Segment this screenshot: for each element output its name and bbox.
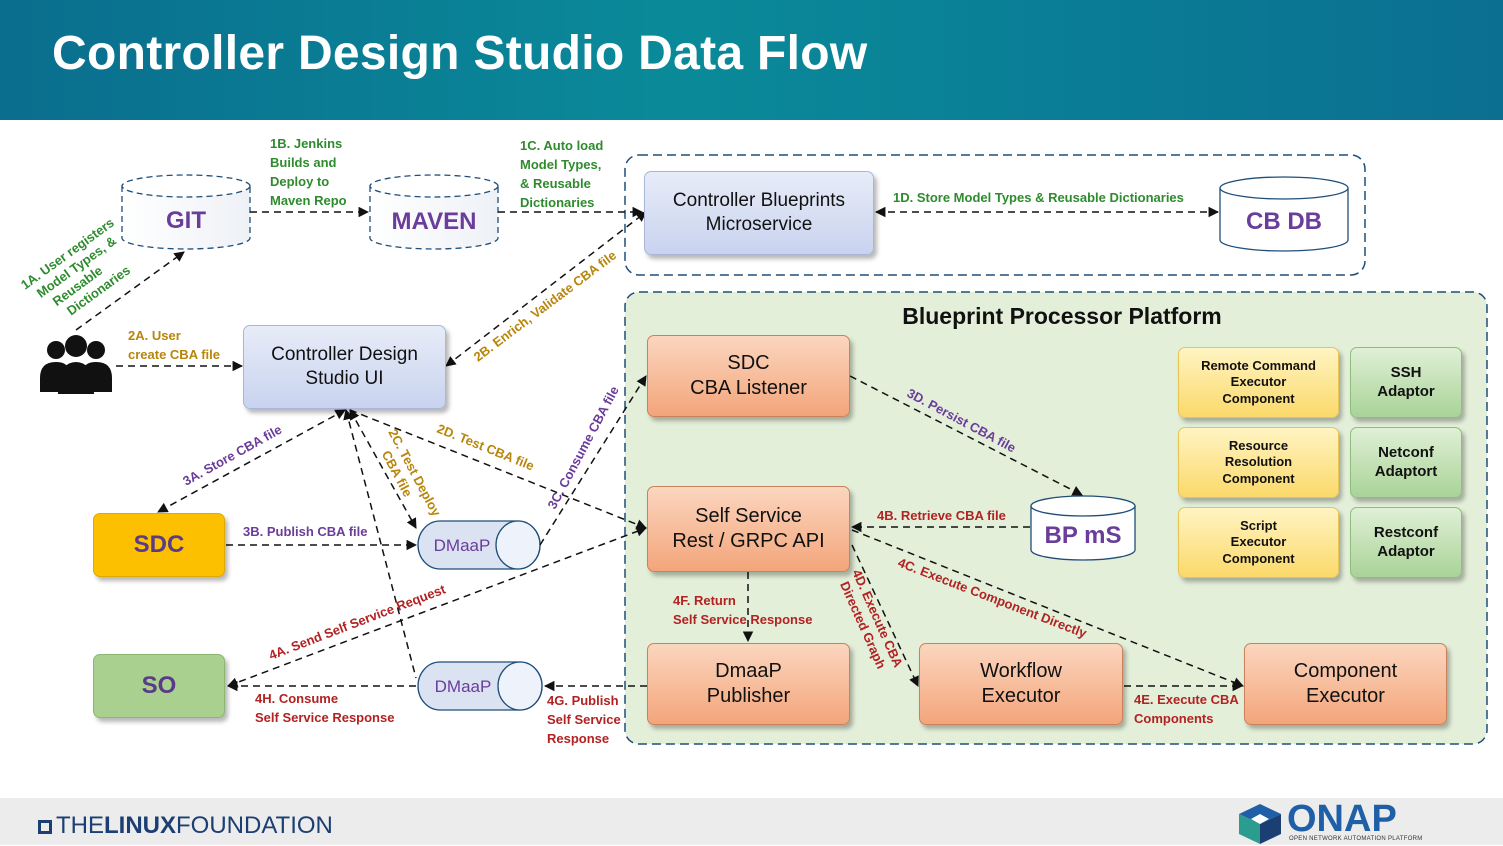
dmaap-publisher: DmaaP Publisher xyxy=(647,643,850,725)
label-3b: 3B. Publish CBA file xyxy=(243,524,367,539)
label-4a: 4A. Send Self Service Request xyxy=(267,581,448,663)
sdc-cba-listener: SDC CBA Listener xyxy=(647,335,850,417)
label-2d: 2D. Test CBA file xyxy=(435,421,536,474)
git-cylinder: GIT xyxy=(121,174,251,250)
label-1c: 1C. Auto load Model Types, & Reusable Di… xyxy=(520,138,607,210)
linux-foundation-square-icon xyxy=(38,820,52,834)
resource-resolution-component: Resource Resolution Component xyxy=(1178,427,1339,498)
arrow-2d xyxy=(349,409,647,530)
label-4f: 4F. Return Self Service Response xyxy=(673,593,812,627)
onap-wordmark: ONAP xyxy=(1287,798,1397,840)
dmaap-cylinder-2: DMaaP xyxy=(417,661,543,711)
maven-label: MAVEN xyxy=(392,208,477,235)
ssh-adaptor: SSH Adaptor xyxy=(1350,347,1462,418)
git-label: GIT xyxy=(166,207,206,234)
arrow-4a xyxy=(227,526,647,688)
users-icon xyxy=(40,335,112,394)
controller-design-studio-ui: Controller Design Studio UI xyxy=(243,325,446,409)
component-executor: Component Executor xyxy=(1244,643,1447,725)
cbdb-cylinder: CB DB xyxy=(1219,176,1349,252)
label-4e: 4E. Execute CBA Components xyxy=(1134,692,1242,726)
self-service-api: Self Service Rest / GRPC API xyxy=(647,486,850,572)
dmaap-cylinder-1: DMaaP xyxy=(417,520,541,570)
arrow-2b xyxy=(445,211,647,367)
sdc-box: SDC xyxy=(93,513,225,577)
restconf-adaptor: Restconf Adaptor xyxy=(1350,507,1462,578)
label-4g: 4G. Publish Self Service Response xyxy=(547,693,624,746)
label-1d: 1D. Store Model Types & Reusable Diction… xyxy=(893,190,1184,205)
label-2c: 2C. Test Deploy CBA file xyxy=(371,426,445,529)
header-bar: Controller Design Studio Data Flow xyxy=(0,0,1503,120)
arrow-3a xyxy=(157,409,346,513)
cbdb-label: CB DB xyxy=(1246,208,1322,235)
onap-cube-icon xyxy=(1239,804,1281,844)
onap-logo: ONAP OPEN NETWORK AUTOMATION PLATFORM xyxy=(1237,798,1437,845)
label-4b: 4B. Retrieve CBA file xyxy=(877,508,1006,523)
arrow-4d xyxy=(851,544,919,687)
label-4h: 4H. Consume Self Service Response xyxy=(255,691,394,725)
netconf-adaptor: Netconf Adaptort xyxy=(1350,427,1462,498)
controller-blueprints-microservice: Controller Blueprints Microservice xyxy=(644,171,874,255)
dmaap-label-1: DMaaP xyxy=(434,536,491,555)
onap-tagline: OPEN NETWORK AUTOMATION PLATFORM xyxy=(1289,836,1423,842)
script-executor-component: Script Executor Component xyxy=(1178,507,1339,578)
remote-command-executor-component: Remote Command Executor Component xyxy=(1178,347,1339,418)
arrow-3d xyxy=(849,375,1083,496)
bpms-label: BP mS xyxy=(1045,522,1122,549)
label-1b: 1B. Jenkins Builds and Deploy to Maven R… xyxy=(270,136,347,208)
platform-title: Blueprint Processor Platform xyxy=(902,303,1222,329)
arrow-ui-dmaap2 xyxy=(343,408,417,679)
bpms-cylinder: BP mS xyxy=(1030,495,1136,561)
label-2b: 2B. Enrich, Validate CBA file xyxy=(471,247,619,364)
workflow-executor: Workflow Executor xyxy=(919,643,1123,725)
linux-foundation-logo: THELINUXFOUNDATION xyxy=(38,812,333,840)
arrow-4c xyxy=(851,529,1244,688)
arrow-3c xyxy=(539,375,647,546)
page-title: Controller Design Studio Data Flow xyxy=(52,27,868,80)
arrow-2c xyxy=(349,409,417,529)
label-2a: 2A. User create CBA file xyxy=(128,328,220,362)
so-box: SO xyxy=(93,654,225,718)
label-3c: 3C. Consume CBA file xyxy=(544,384,621,512)
dmaap-label-2: DMaaP xyxy=(435,677,492,696)
arrow-1a xyxy=(75,251,185,331)
label-3a: 3A. Store CBA file xyxy=(180,422,284,489)
maven-cylinder: MAVEN xyxy=(369,174,499,250)
